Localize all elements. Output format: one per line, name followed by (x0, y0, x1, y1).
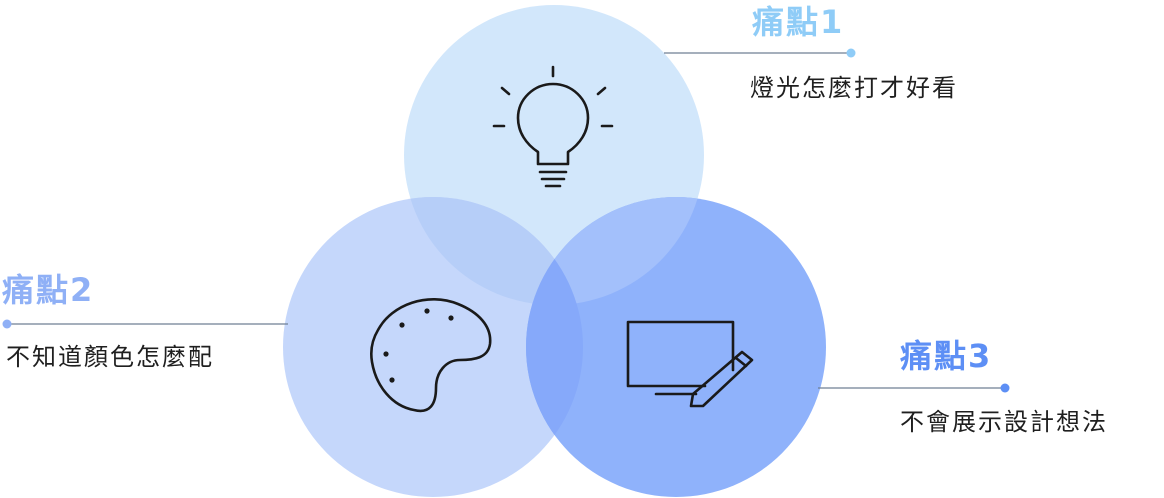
overlap-top-left (404, 197, 583, 305)
leader-line-2 (2, 319, 288, 329)
overlap-top-right (526, 197, 704, 305)
palette-icon (369, 298, 492, 413)
lightbulb-icon (492, 65, 614, 188)
leader-line-3 (818, 383, 1010, 393)
pain-point-1-title: 痛點1 (752, 3, 845, 41)
pain-point-2-title: 痛點2 (2, 271, 95, 309)
pain-point-2-description: 不知道顏色怎麼配 (6, 343, 214, 371)
pain-point-1-description: 燈光怎麼打才好看 (750, 74, 958, 102)
pain-point-3-description: 不會展示設計想法 (900, 408, 1108, 436)
monitor-pen-icon (626, 320, 754, 408)
leader-line-1 (664, 48, 856, 58)
pain-point-3-title: 痛點3 (900, 337, 993, 375)
